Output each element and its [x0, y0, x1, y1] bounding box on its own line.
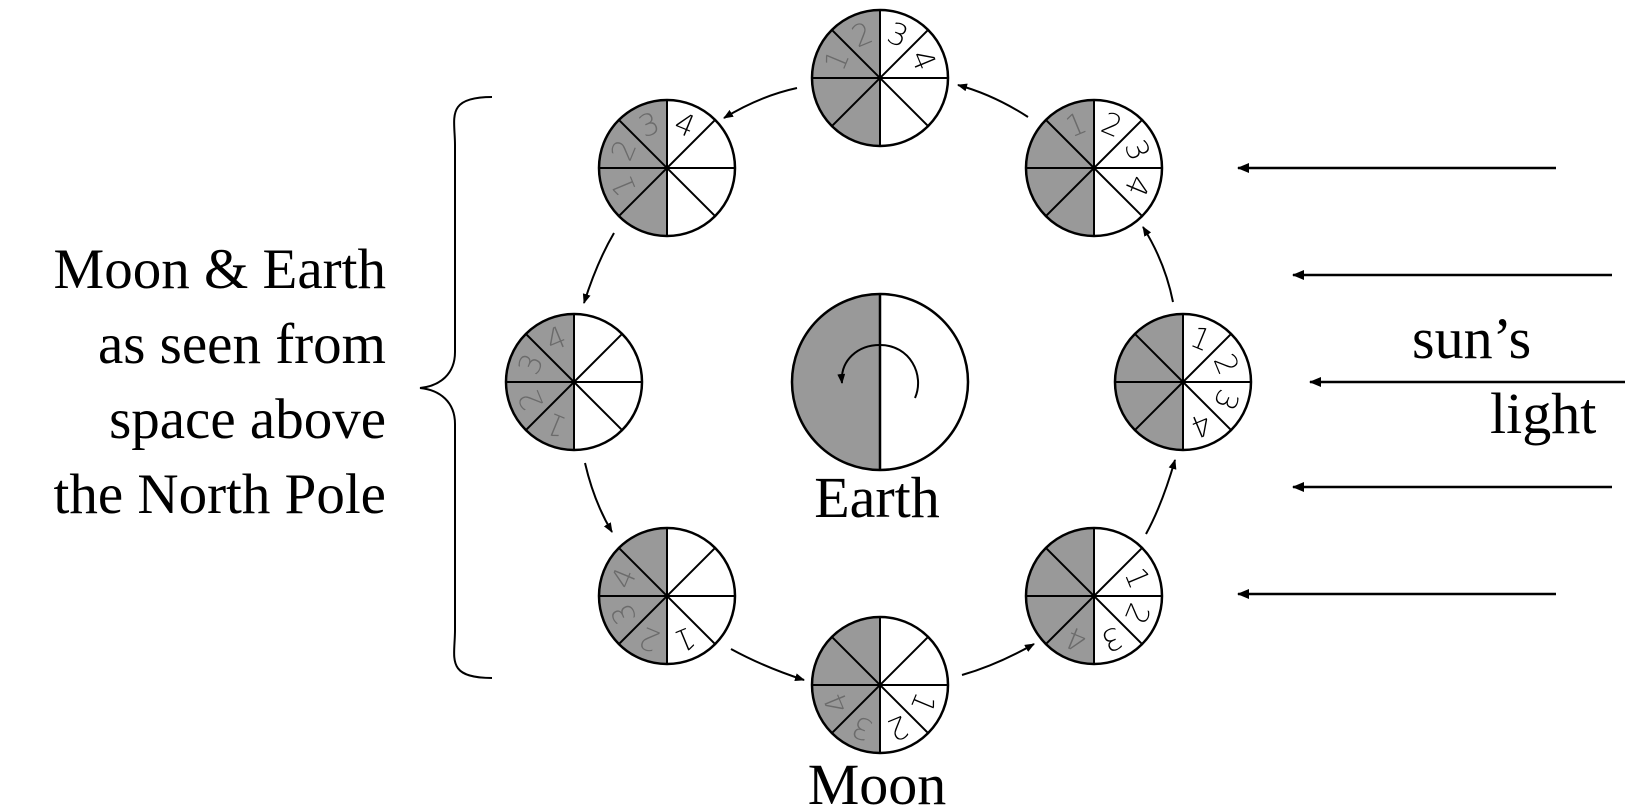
sun-light-label-line-2: light — [1490, 381, 1596, 446]
earth-label: Earth — [814, 465, 940, 530]
side-label-line-4: the North Pole — [53, 463, 386, 526]
moon-sector-line — [1134, 333, 1232, 431]
side-label-line-3: space above — [109, 388, 386, 451]
moon-sector-line — [618, 119, 716, 217]
orbit-arrow — [730, 648, 805, 682]
orbit-arrows — [582, 83, 1177, 682]
moon-label: Moon — [808, 752, 947, 809]
orbit-arrow — [1145, 459, 1177, 535]
orbit-arrow — [957, 83, 1029, 118]
sun-light-label-line-1: sun’s — [1412, 306, 1531, 371]
sunlight-arrows — [1237, 163, 1625, 599]
moon-sector-line — [618, 547, 716, 645]
orbit-arrow — [584, 462, 613, 533]
earth: Earth — [790, 292, 970, 530]
moon-outline — [1024, 98, 1164, 238]
moon-sector-line — [1045, 119, 1143, 217]
orbit-arrow — [723, 87, 798, 119]
moon-sector-line — [831, 29, 929, 127]
moon-sector-line — [1045, 547, 1143, 645]
moon-outline — [810, 8, 950, 148]
moon-outline — [504, 312, 644, 452]
orbit-arrow — [582, 232, 615, 304]
curly-brace — [419, 96, 493, 679]
side-label-line-1: Moon & Earth — [53, 238, 386, 301]
moon-outline — [1113, 312, 1253, 452]
side-label-line-2: as seen from — [97, 313, 386, 376]
moon-outline — [1024, 526, 1164, 666]
moon-sector-line — [831, 636, 929, 734]
moon-outline — [597, 98, 737, 238]
earth-dark-half — [792, 294, 880, 470]
rotation-arrow-icon — [837, 343, 920, 399]
orbit-arrow — [1142, 226, 1174, 303]
moon-sector-line — [525, 333, 623, 431]
orbit-arrow — [961, 643, 1035, 676]
side-label: Moon & Earth as seen from space above th… — [6, 232, 386, 532]
moon-outline — [810, 615, 950, 755]
moon-outline — [597, 526, 737, 666]
